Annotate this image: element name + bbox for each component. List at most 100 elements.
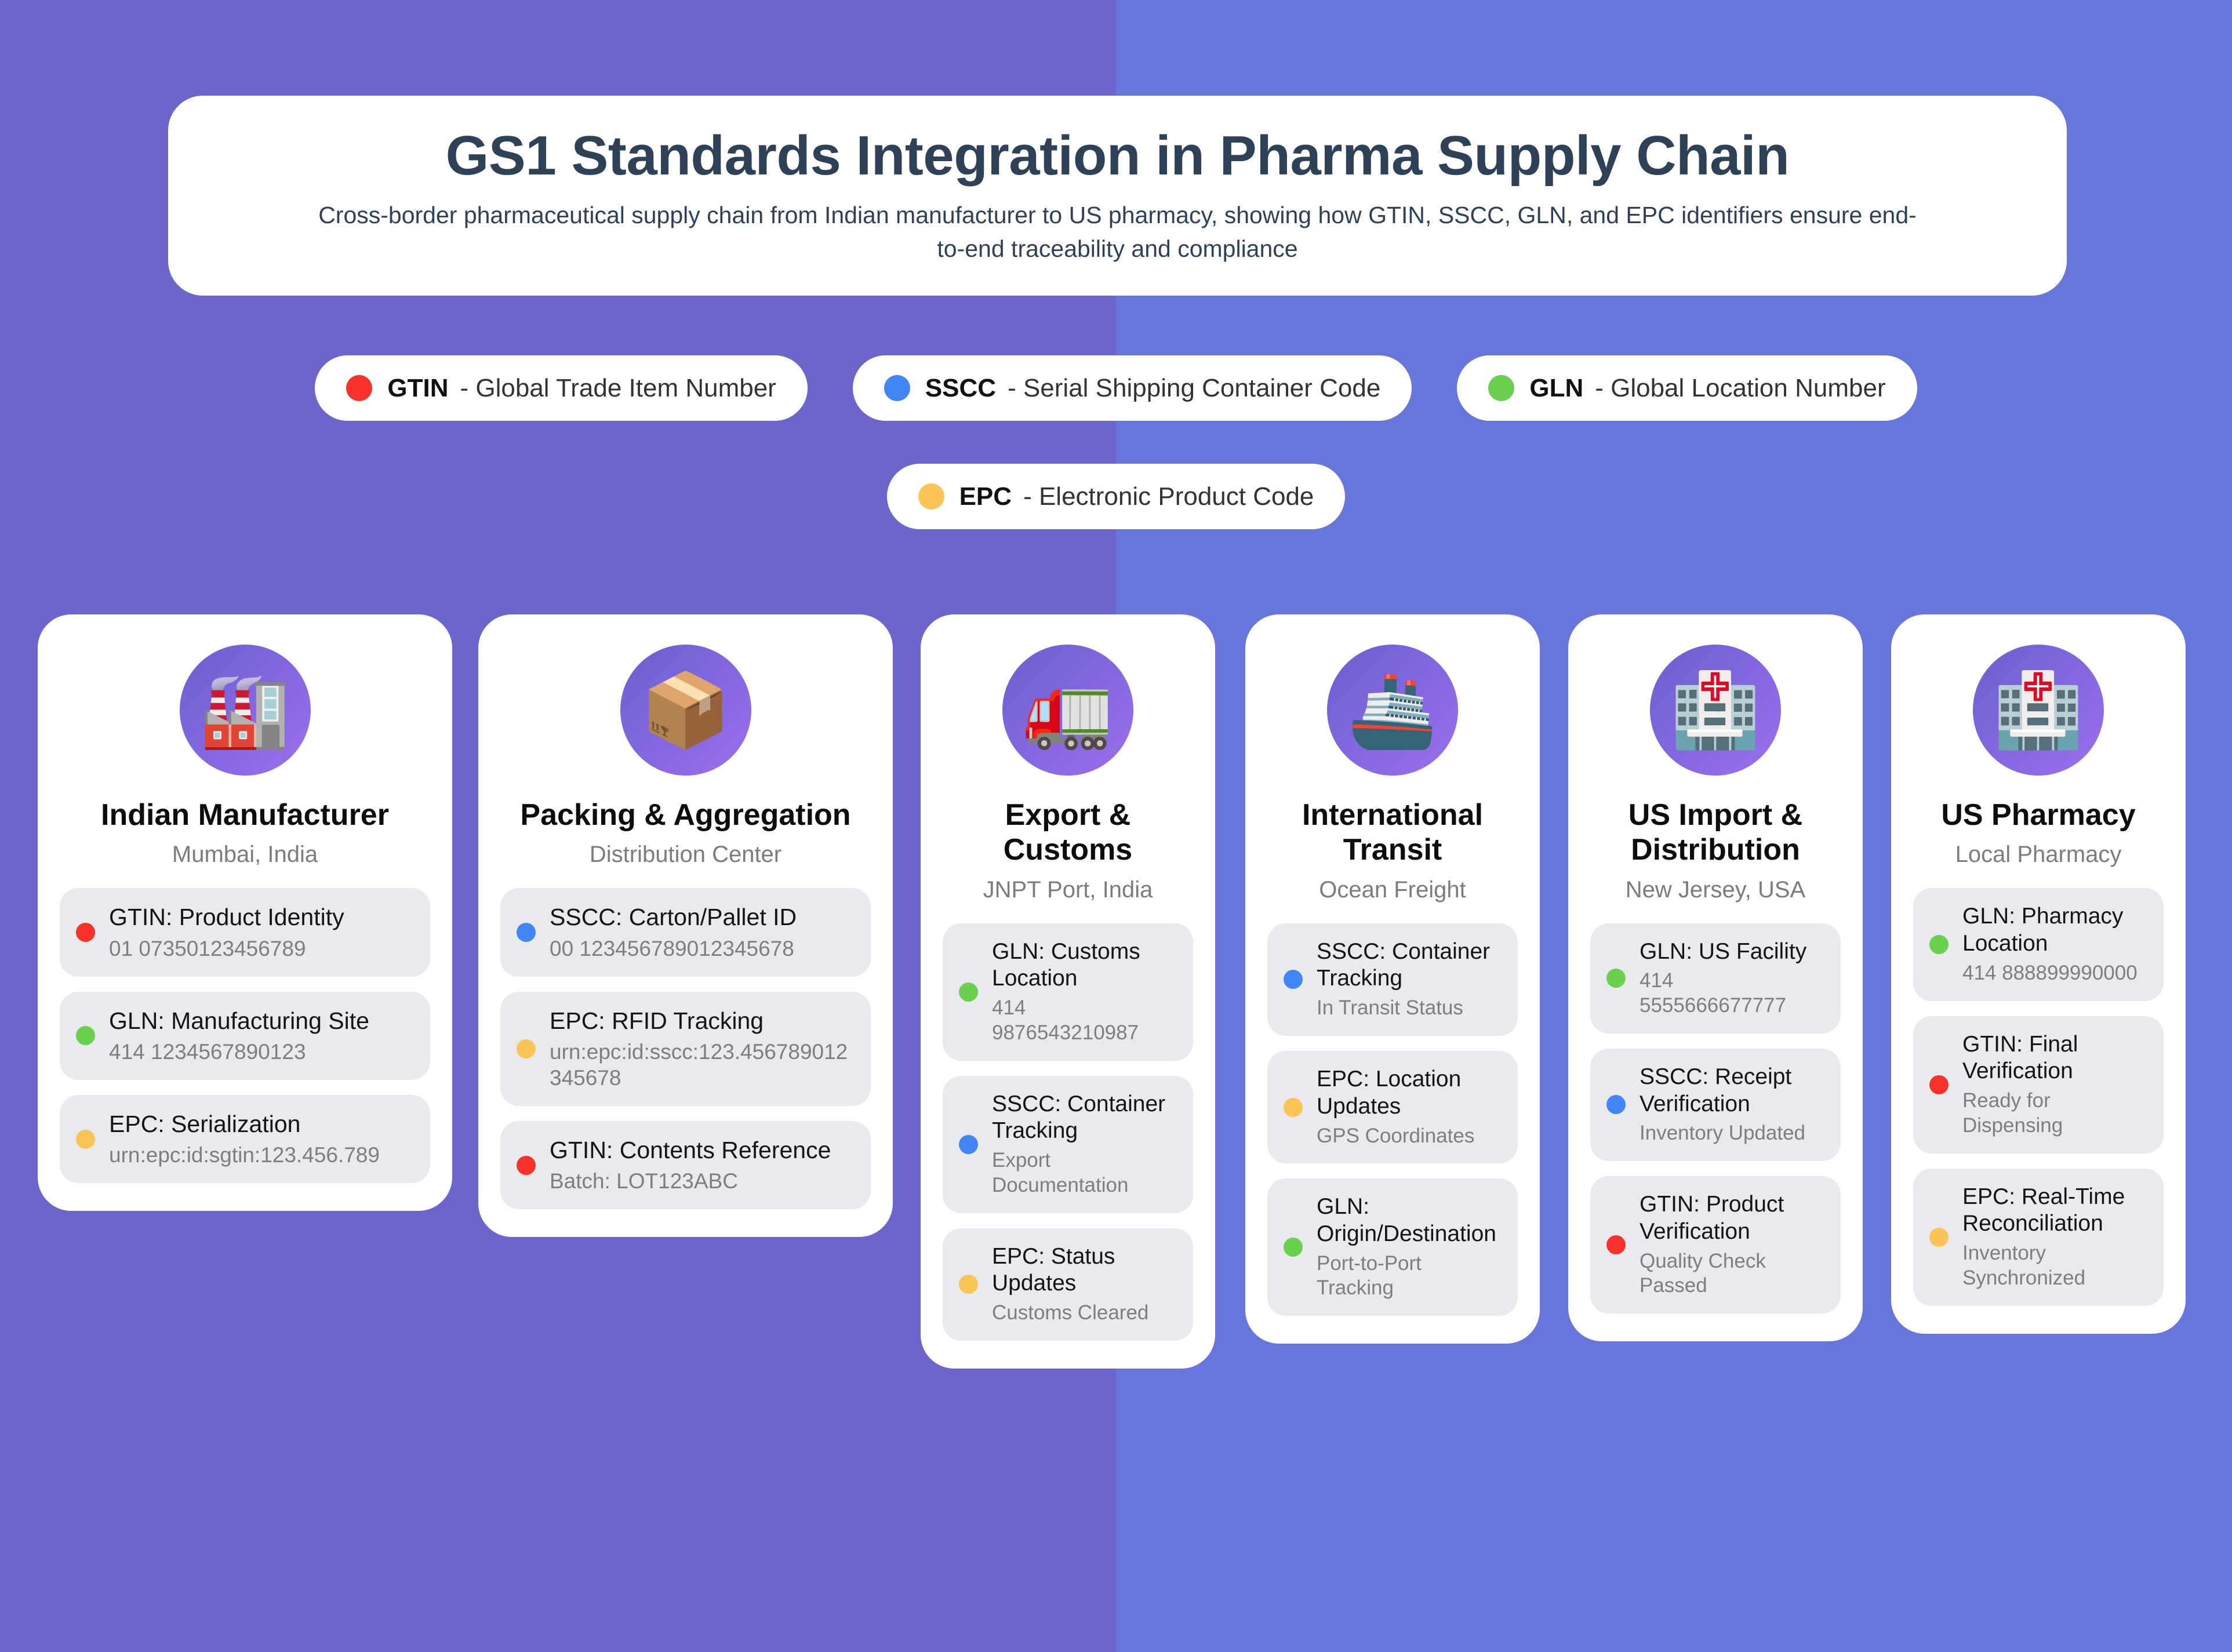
page-subtitle: Cross-border pharmaceutical supply chain… (318, 202, 1917, 263)
identifier-value: Ready for Dispensing (1962, 1089, 2063, 1137)
gln-marker-dot (76, 1026, 95, 1046)
identifier-label: GTIN: Final Verification (1962, 1031, 2078, 1084)
sscc-marker-dot (1606, 1095, 1626, 1115)
epc-marker-dot (1284, 1097, 1303, 1117)
epc-marker-dot (517, 1039, 536, 1058)
identifier-text: SSCC: Carton/Pallet ID 00 123456789012345… (550, 903, 855, 961)
stage-title: Export & Customs (1003, 798, 1133, 867)
stage-title: Packing & Aggregation (520, 798, 851, 832)
legend-item-gtin: GTIN - Global Trade Item Number (315, 355, 808, 421)
identifier-label: SSCC: Container Tracking (1317, 938, 1491, 991)
stage-title: US Pharmacy (1941, 798, 2136, 832)
identifier-label: EPC: Location Updates (1317, 1066, 1462, 1119)
identifier-value: 414 888899990000 (1962, 961, 2138, 984)
identifier-text: GLN: Pharmacy Location 414 888899990000 (1962, 903, 2147, 985)
identifier-item[interactable]: GLN: Pharmacy Location 414 888899990000 (1913, 888, 2164, 1001)
identifier-value: urn:epc:id:sscc:123.456789012345678 (550, 1039, 848, 1090)
gln-marker-dot (1606, 969, 1626, 988)
identifier-label: EPC: Real-Time Reconciliation (1962, 1184, 2125, 1236)
epc-marker-dot (76, 1129, 95, 1149)
stage-subtitle: Mumbai, India (172, 842, 318, 868)
stage-subtitle: Distribution Center (589, 842, 782, 868)
stage-icon-badge: 🏭 (179, 645, 311, 776)
sscc-marker-dot (959, 1134, 978, 1154)
identifier-value: 414 5555666677777 (1640, 969, 1787, 1017)
identifier-value: Inventory Synchronized (1962, 1242, 2086, 1289)
identifier-label: SSCC: Carton/Pallet ID (550, 904, 797, 931)
identifier-value: 00 123456789012345678 (550, 936, 794, 960)
identifier-text: GTIN: Product Identity 01 07350123456789 (109, 903, 414, 961)
identifier-item[interactable]: EPC: RFID Tracking urn:epc:id:sscc:123.45… (500, 991, 871, 1107)
stage-subtitle: JNPT Port, India (983, 876, 1153, 903)
gtin-marker-dot (517, 1155, 536, 1175)
legend-row-secondary: EPC - Electronic Product Code (0, 464, 2232, 529)
identifier-item[interactable]: GLN: US Facility 414 5555666677777 (1590, 923, 1841, 1034)
sscc-marker-dot (517, 922, 536, 942)
identifier-label: GLN: US Facility (1640, 938, 1807, 964)
identifier-item[interactable]: SSCC: Carton/Pallet ID 00 123456789012345… (500, 888, 871, 977)
package-box-icon: 📦 (640, 669, 731, 751)
header-card: GS1 Standards Integration in Pharma Supp… (168, 96, 2067, 296)
identifier-value: 414 9876543210987 (992, 996, 1139, 1044)
sscc-marker-dot (1284, 970, 1303, 989)
stage-icon-badge: 🚛 (1002, 645, 1133, 776)
identifier-value: 01 07350123456789 (109, 936, 306, 960)
identifier-label: GLN: Pharmacy Location (1962, 904, 2124, 956)
identifier-label: GTIN: Product Verification (1640, 1192, 1784, 1244)
gtin-marker-dot (1606, 1235, 1626, 1255)
identifier-value: urn:epc:id:sgtin:123.456.789 (109, 1143, 380, 1167)
identifier-text: GLN: US Facility 414 5555666677777 (1640, 938, 1824, 1018)
hospital-building-icon: 🏥 (1670, 669, 1761, 751)
identifier-label: GLN: Manufacturing Site (109, 1007, 369, 1034)
identifier-label: SSCC: Container Tracking (992, 1091, 1166, 1144)
stage-icon-badge: 🚢 (1327, 645, 1458, 776)
identifier-value: Inventory Updated (1640, 1122, 1806, 1145)
gln-legend-dot (1488, 375, 1515, 401)
stage-subtitle: New Jersey, USA (1625, 876, 1806, 903)
identifier-label: EPC: RFID Tracking (550, 1007, 764, 1034)
gtin-marker-dot (76, 922, 95, 942)
gtin-marker-dot (1929, 1075, 1949, 1094)
legend-item-gln: GLN - Global Location Number (1457, 355, 1917, 421)
legend-code: GLN (1529, 373, 1584, 402)
stage-title: US Import & Distribution (1628, 798, 1803, 867)
stage-subtitle: Local Pharmacy (1955, 842, 2122, 868)
identifier-item[interactable]: GTIN: Product Identity 01 07350123456789 (60, 888, 430, 977)
legend-code: EPC (959, 482, 1012, 511)
legend-item-epc: EPC - Electronic Product Code (886, 464, 1346, 529)
identifier-label: GTIN: Product Identity (109, 904, 344, 931)
identifier-label: EPC: Status Updates (992, 1243, 1115, 1296)
gln-marker-dot (959, 982, 978, 1002)
